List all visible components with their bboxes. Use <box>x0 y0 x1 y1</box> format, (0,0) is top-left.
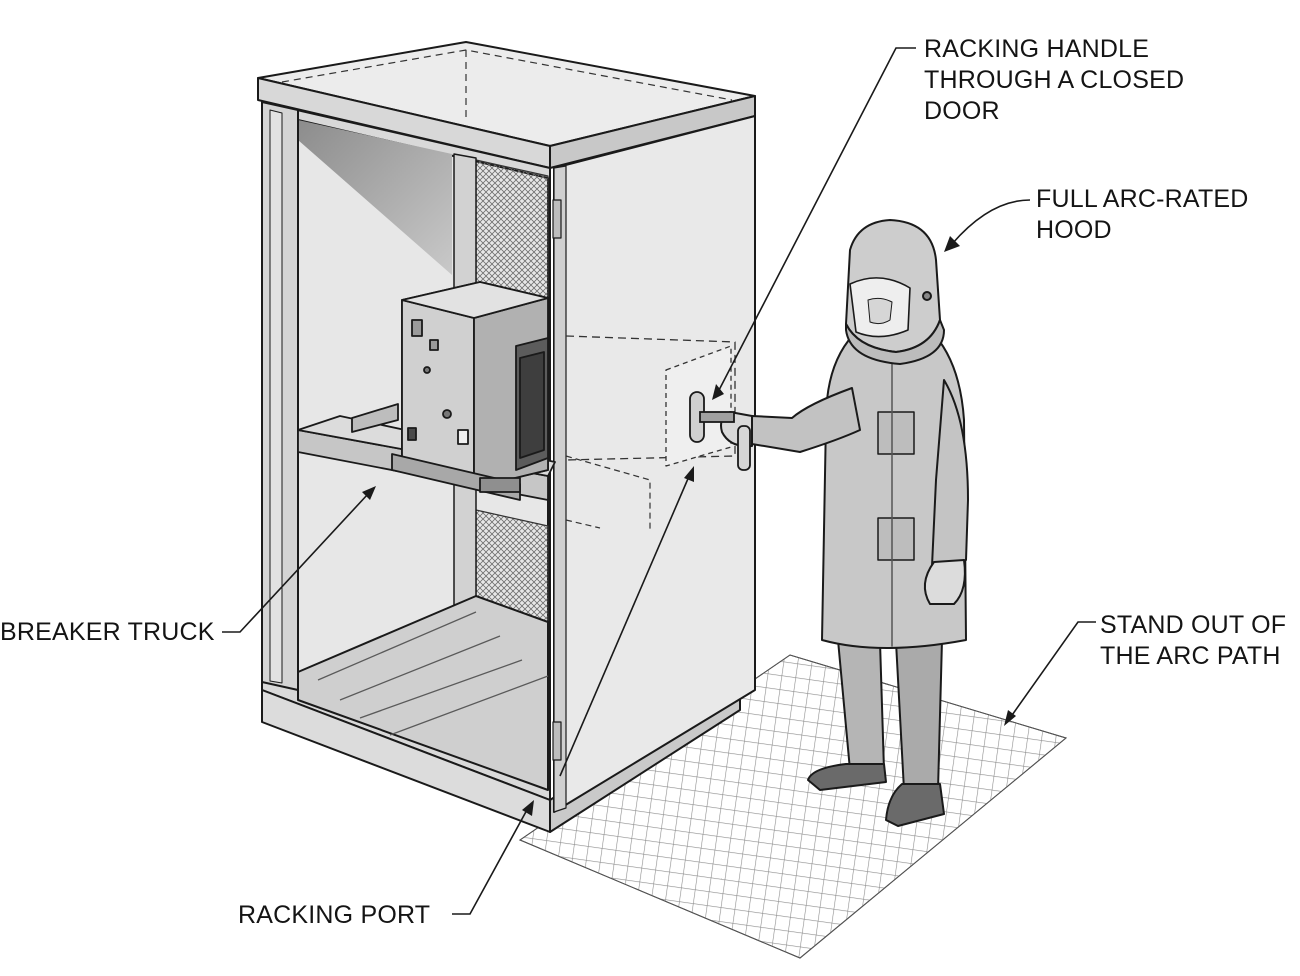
label-racking-handle: RACKING HANDLE THROUGH A CLOSED DOOR <box>924 34 1184 127</box>
label-racking-port: RACKING PORT <box>238 900 430 931</box>
leader-racking-port <box>452 807 529 915</box>
label-racking-handle-line1: RACKING HANDLE <box>924 35 1150 63</box>
racking-handle <box>689 391 751 471</box>
circuit-breaker <box>297 281 556 501</box>
label-stand-out: STAND OUT OF THE ARC PATH <box>1100 610 1286 672</box>
label-hood-line1: FULL ARC-RATED <box>1036 185 1249 213</box>
leader-stand-out <box>1009 621 1096 719</box>
leader-hood <box>951 199 1031 245</box>
label-racking-port-text: RACKING PORT <box>238 901 431 929</box>
leader-racking-handle <box>717 47 916 393</box>
label-racking-handle-line2: THROUGH A CLOSED <box>924 66 1185 94</box>
label-stand-out-line2: THE ARC PATH <box>1100 642 1281 670</box>
arc-flash-worker <box>720 219 969 827</box>
leader-through-door <box>559 473 691 777</box>
leader-breaker-truck <box>222 493 369 633</box>
label-hood: FULL ARC-RATED HOOD <box>1036 184 1249 246</box>
label-stand-out-line1: STAND OUT OF <box>1100 611 1287 639</box>
label-breaker-truck: BREAKER TRUCK <box>0 617 215 648</box>
label-hood-line2: HOOD <box>1036 216 1112 244</box>
label-breaker-truck-text: BREAKER TRUCK <box>0 618 215 646</box>
label-racking-handle-line3: DOOR <box>924 97 1000 125</box>
leader-lines <box>222 47 1096 915</box>
